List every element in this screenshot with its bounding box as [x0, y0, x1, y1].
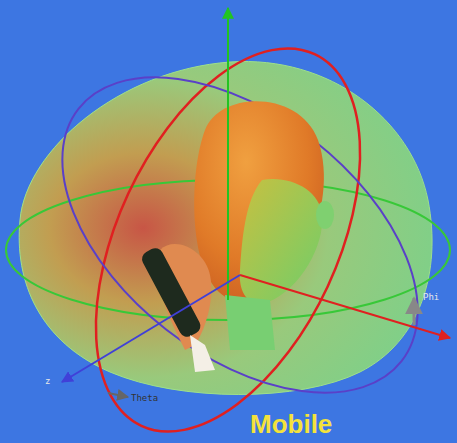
blue-ring	[5, 14, 457, 443]
sleeve	[190, 335, 215, 372]
red-ring	[42, 8, 415, 443]
face	[240, 179, 322, 303]
axis-label: z	[45, 377, 50, 386]
x-axis	[240, 275, 450, 338]
axis-label: Theta	[131, 394, 158, 403]
z-up-axis	[227, 8, 229, 300]
axis-label: Phi	[423, 293, 439, 302]
theta-arrow	[108, 393, 128, 397]
neck	[225, 295, 275, 350]
head	[194, 101, 324, 304]
phi-arrow	[413, 298, 416, 325]
caption-text: Mobile	[250, 411, 332, 437]
nose	[316, 201, 334, 229]
y-axis	[62, 275, 240, 382]
phone	[139, 245, 203, 339]
